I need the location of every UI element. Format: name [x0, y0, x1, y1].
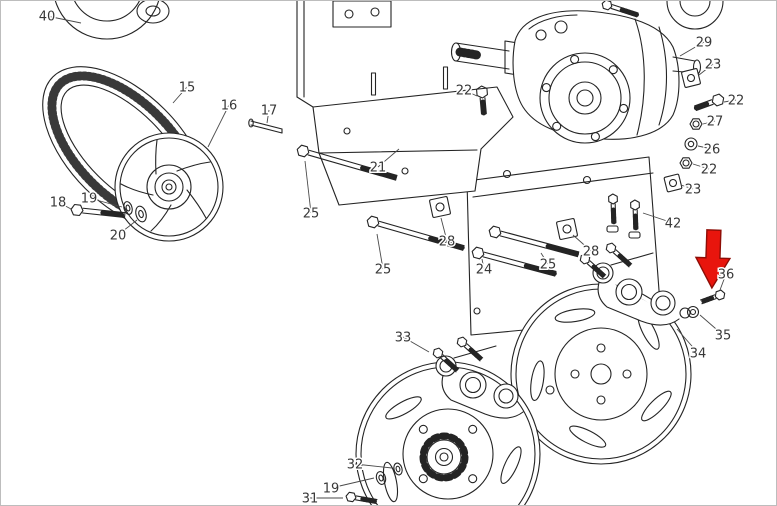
bolt-31 — [345, 491, 379, 505]
long-bolt-25-c — [488, 225, 580, 258]
leader-line-32 — [354, 463, 393, 469]
washer-20 — [135, 205, 147, 223]
part-label-34: 34 — [690, 347, 707, 362]
highlight-arrow — [694, 229, 732, 290]
leader-line-26 — [697, 145, 713, 150]
leader-line-36 — [719, 273, 727, 291]
bolt-18 — [70, 203, 127, 218]
leader-line-22 — [463, 89, 478, 97]
washer-26 — [684, 137, 698, 151]
bolt-22-left — [476, 85, 488, 116]
square-washer-28-b — [556, 218, 578, 240]
bolt-22-right — [693, 93, 725, 112]
part-label-19: 19 — [323, 482, 340, 497]
leader-line-28 — [572, 234, 592, 252]
part-label-28: 28 — [439, 235, 456, 250]
part-label-23: 23 — [685, 183, 702, 198]
part-label-23: 23 — [705, 58, 722, 73]
leader-line-16 — [207, 104, 230, 148]
leader-line-27 — [702, 120, 716, 125]
leader-line-29 — [679, 41, 705, 57]
leader-line-20 — [117, 219, 138, 236]
part-label-22: 22 — [728, 94, 745, 109]
brake-caliper-right-34 — [579, 242, 691, 326]
part-label-25: 25 — [375, 263, 392, 278]
square-nut-23-bottom — [663, 173, 683, 193]
long-bolt-25-a — [296, 144, 398, 181]
part-label-18: 18 — [50, 196, 67, 211]
nut-22 — [679, 157, 693, 169]
leader-line-25 — [304, 160, 312, 214]
part-label-29: 29 — [696, 36, 713, 51]
leader-line-23 — [680, 184, 694, 190]
leader-line-25 — [376, 233, 384, 270]
leader-line-17 — [266, 109, 270, 124]
part-label-28: 28 — [583, 245, 600, 260]
leader-line-40 — [46, 15, 82, 24]
part-label-25: 25 — [303, 207, 320, 222]
leader-line-24 — [481, 258, 485, 270]
part-label-22: 22 — [456, 84, 473, 99]
part-label-21: 21 — [370, 161, 387, 176]
leader-line-25 — [540, 252, 549, 265]
part-label-27: 27 — [707, 115, 724, 130]
part-label-32: 32 — [347, 458, 364, 473]
part-label-33: 33 — [395, 331, 412, 346]
washer-19 — [123, 201, 133, 215]
leader-line-21 — [377, 148, 400, 168]
bolt-36 — [699, 289, 726, 305]
part-label-19: 19 — [81, 192, 98, 207]
bolts-42 — [608, 193, 640, 231]
leader-line-42 — [642, 212, 674, 224]
leader-line-19 — [330, 477, 375, 489]
gearbox-29 — [450, 1, 724, 144]
long-bolt-25-b — [366, 215, 465, 251]
part-label-24: 24 — [476, 263, 493, 278]
leader-line-23 — [698, 63, 714, 76]
leader-line-22 — [692, 163, 710, 170]
leader-line-34 — [676, 328, 699, 354]
washer-19-lower — [375, 471, 387, 485]
driven-pulley-16 — [114, 132, 224, 242]
square-washer-28-a — [429, 196, 451, 218]
part-label-17: 17 — [261, 104, 278, 119]
sprocket-32 — [419, 432, 469, 482]
part-label-36: 36 — [718, 268, 735, 283]
leader-line-35 — [699, 314, 724, 336]
leader-line-18 — [57, 201, 72, 210]
part-labels-layer: 40 15 16 17 18 19 20 21 22 29 23 22 27 26 22 23 25 28 25 24… — [37, 8, 746, 506]
leader-line-28 — [440, 217, 448, 242]
part-label-20: 20 — [110, 229, 127, 244]
washer-32 — [393, 462, 403, 476]
pin-17 — [248, 118, 283, 134]
square-nut-23-top — [681, 68, 701, 88]
washer-35 — [686, 305, 700, 319]
leader-line-15 — [172, 86, 188, 104]
part-label-15: 15 — [179, 81, 196, 96]
part-label-40: 40 — [39, 10, 56, 25]
fastener-stack-right — [663, 68, 725, 193]
part-label-22: 22 — [701, 163, 718, 178]
part-label-35: 35 — [715, 329, 732, 344]
part-label-31: 31 — [302, 492, 319, 506]
brake-caliper-left-33 — [432, 336, 524, 419]
part-label-16: 16 — [221, 99, 238, 114]
part-label-42: 42 — [665, 217, 682, 232]
leader-line-33 — [402, 336, 430, 353]
clutch-fragment-40 — [54, 1, 170, 40]
mounting-bracket-21 — [296, 1, 514, 206]
bolt-24 — [471, 246, 557, 277]
leader-line-22 — [723, 99, 737, 103]
part-label-26: 26 — [704, 143, 721, 158]
leader-line-19 — [88, 197, 123, 208]
nut-27 — [689, 118, 703, 130]
part-label-25: 25 — [540, 258, 557, 273]
